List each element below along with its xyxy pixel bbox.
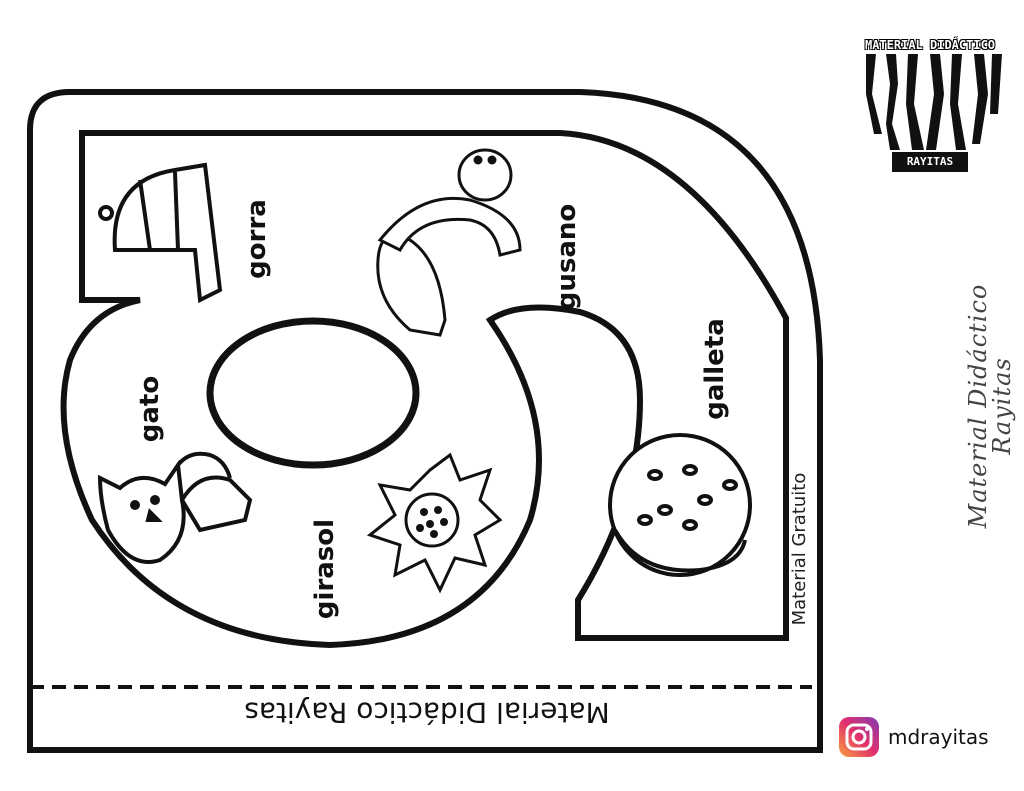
word-gato: gato bbox=[135, 375, 165, 443]
logo-bottom-text: RAYITAS bbox=[892, 152, 968, 172]
zebra-stripes-icon bbox=[866, 54, 1002, 150]
word-girasol: girasol bbox=[310, 518, 340, 620]
word-gorra: gorra bbox=[242, 199, 272, 279]
instagram-handle: mdrayitas bbox=[888, 725, 989, 749]
instagram-icon bbox=[839, 717, 879, 757]
sunflower-drawing bbox=[366, 452, 503, 594]
word-galleta: galleta bbox=[700, 318, 730, 420]
worm-drawing bbox=[376, 148, 522, 337]
material-gratuito-label: Material Gratuito bbox=[789, 472, 810, 626]
letter-hole bbox=[206, 317, 420, 469]
logo-top-text: MATERIAL DIDÁCTICO bbox=[864, 38, 996, 52]
word-gusano: gusano bbox=[552, 203, 582, 311]
cursive-watermark: Material Didáctico Rayitas bbox=[964, 283, 1016, 529]
cookie-drawing bbox=[608, 433, 752, 577]
cat-drawing bbox=[97, 451, 253, 564]
instagram-badge: mdrayitas bbox=[838, 716, 989, 758]
rayitas-logo: MATERIAL DIDÁCTICO RAYITAS bbox=[852, 36, 1008, 174]
footer-text-upside-down: Material Didáctico Rayitas bbox=[244, 696, 610, 729]
cap-drawing bbox=[98, 162, 223, 304]
